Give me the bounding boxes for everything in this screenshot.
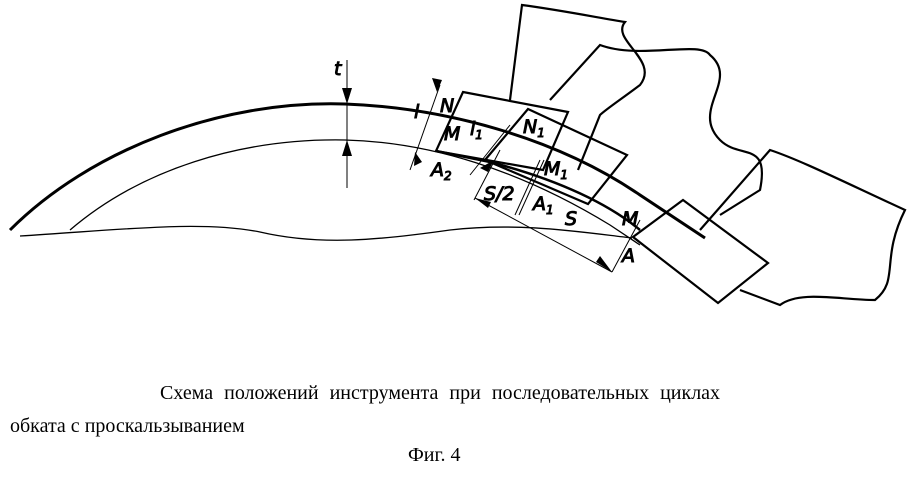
label-M-end: M [622, 208, 638, 230]
label-l: l [414, 101, 420, 123]
figure-number: Фиг. 4 [408, 444, 461, 466]
label-N: N [440, 95, 454, 117]
tool-shank-1 [508, 3, 646, 171]
label-l1: l1 [470, 118, 483, 142]
label-t: t [334, 58, 343, 80]
label-M: M [444, 123, 460, 145]
label-S-half: S/2 [484, 183, 515, 205]
dimension-lines [346, 60, 641, 273]
label-S: S [565, 208, 577, 230]
tool-position-1 [434, 90, 570, 172]
caption-line-1: Схема положений инструмента при последов… [160, 382, 721, 404]
label-A2: A2 [429, 159, 452, 183]
tool-shank-2 [549, 43, 763, 216]
label-N1: N1 [523, 116, 545, 140]
tool-position-3 [631, 198, 770, 305]
caption-line-2: обката с проскальзыванием [10, 415, 245, 437]
label-A: A [620, 245, 635, 267]
blade-base-line [19, 225, 633, 241]
blade-inner-profile [69, 139, 641, 246]
wear-path [435, 149, 641, 231]
dimension-arrows [342, 78, 612, 272]
blade-outer-profile [8, 102, 706, 240]
label-M1: M1 [544, 158, 568, 182]
tool-shank-3 [699, 148, 907, 307]
tool-position-2 [483, 107, 629, 206]
label-A1: A1 [531, 193, 554, 217]
